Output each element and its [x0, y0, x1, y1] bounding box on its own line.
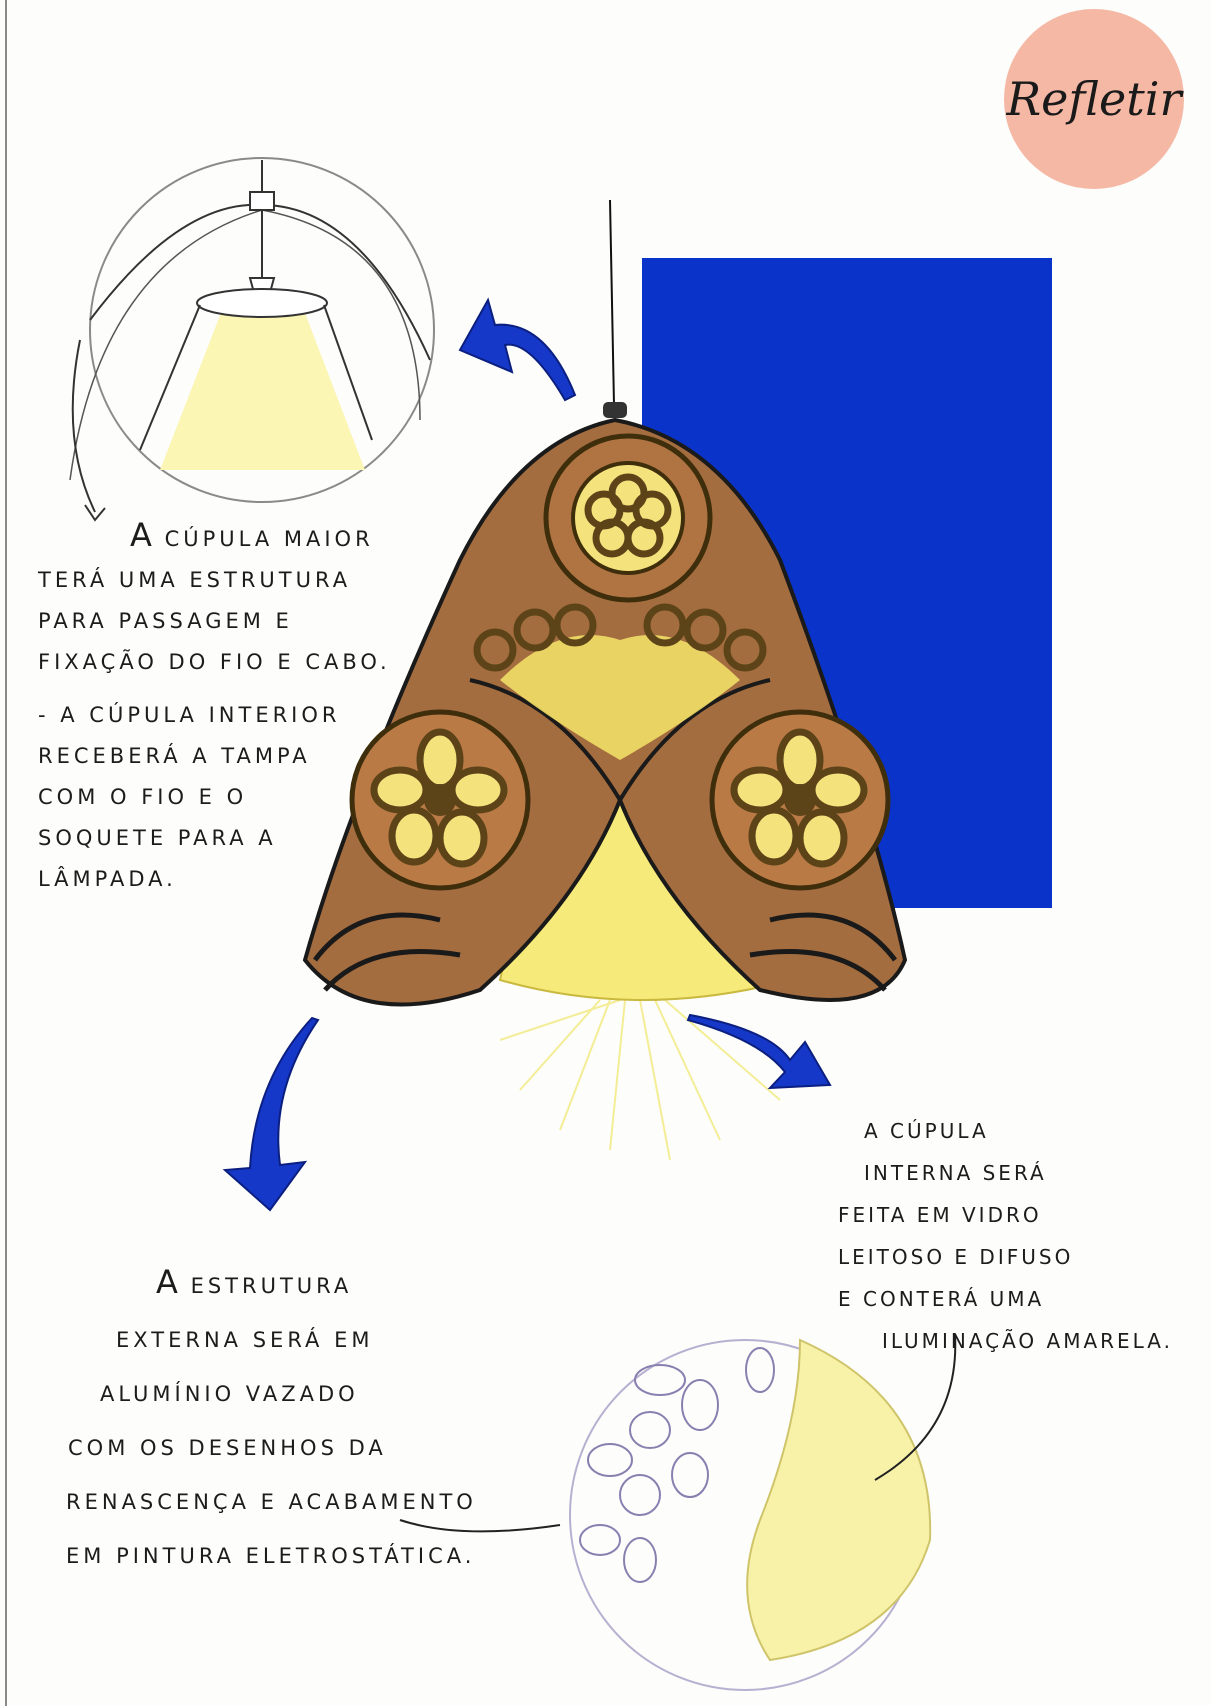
- detail-sphere-bottom: [400, 1335, 955, 1690]
- note-line: - A cúpula interior: [38, 695, 391, 736]
- note-bottom-left-lead: A: [156, 1263, 180, 1301]
- note-line: feita em vidro: [838, 1194, 1173, 1236]
- light-rays: [500, 1000, 780, 1160]
- note-line: alumínio vazado: [66, 1367, 477, 1421]
- note-right: A cúpula interna será feita em vidro lei…: [838, 1110, 1173, 1362]
- note-top-left: A cúpula maior terá uma estrutura para p…: [38, 515, 391, 900]
- arrow-down-right-icon: [688, 1015, 830, 1088]
- arrow-down-icon: [225, 1018, 318, 1210]
- note-line: em pintura eletrostática.: [66, 1529, 477, 1583]
- note-line: A cúpula: [838, 1110, 1173, 1152]
- note-line: iluminação amarela.: [838, 1320, 1173, 1362]
- note-line: soquete para a: [38, 818, 391, 859]
- note-bottom-left: A estrutura externa será em alumínio vaz…: [66, 1255, 477, 1583]
- note-line: fixação do fio e cabo.: [38, 642, 391, 683]
- note-line: leitoso e difuso: [838, 1236, 1173, 1278]
- note-line: externa será em: [66, 1313, 477, 1367]
- note-line: para passagem e: [38, 601, 391, 642]
- note-line: renascença e acabamento: [66, 1475, 477, 1529]
- note-line: com os desenhos da: [66, 1421, 477, 1475]
- note-line: receberá a tampa: [38, 736, 391, 777]
- note-line: lâmpada.: [38, 859, 391, 900]
- detail-circle-top: [70, 158, 434, 520]
- note-bottom-left-first: estrutura: [180, 1274, 352, 1298]
- note-top-left-lead: A: [130, 516, 154, 554]
- note-line: terá uma estrutura: [38, 560, 391, 601]
- note-line: com o fio e o: [38, 777, 391, 818]
- note-top-left-first: cúpula maior: [154, 527, 374, 551]
- note-line: interna será: [838, 1152, 1173, 1194]
- badge-label: Refletir: [1007, 72, 1182, 126]
- note-line: e conterá uma: [838, 1278, 1173, 1320]
- arrow-up-left-icon: [460, 300, 575, 400]
- refletir-badge: Refletir: [1004, 9, 1184, 189]
- suspension-wire: [610, 200, 614, 405]
- canopy-cap: [603, 402, 627, 418]
